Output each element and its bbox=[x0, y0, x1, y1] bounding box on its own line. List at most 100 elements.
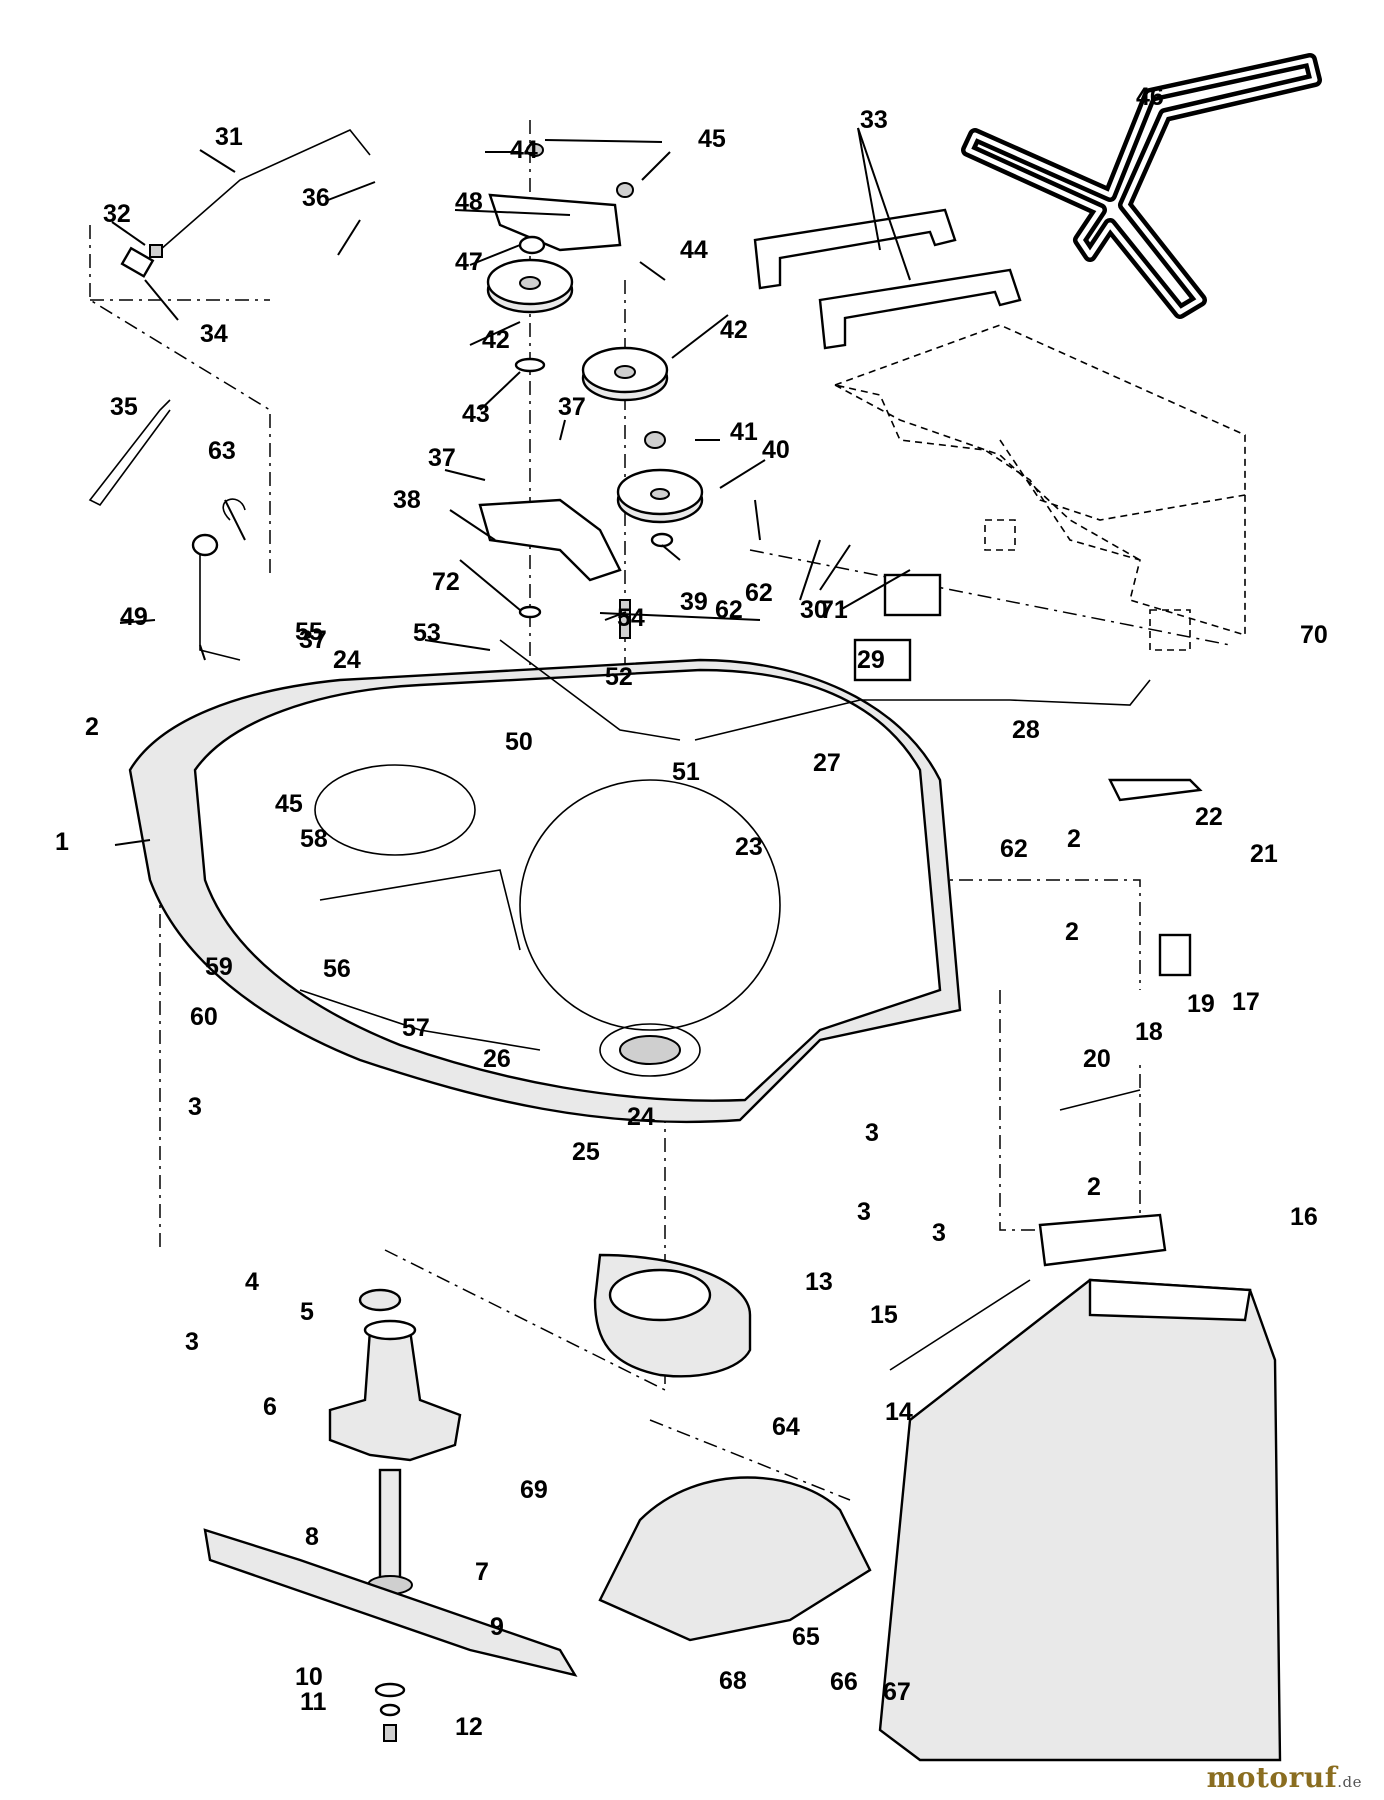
callout-36: 36 bbox=[302, 184, 330, 212]
callout-2: 2 bbox=[1067, 825, 1081, 853]
callout-60: 60 bbox=[190, 1003, 218, 1031]
callout-40: 40 bbox=[762, 436, 790, 464]
callout-41: 41 bbox=[730, 418, 758, 446]
callout-10: 10 bbox=[295, 1663, 323, 1691]
callout-49: 49 bbox=[120, 603, 148, 631]
callout-46: 46 bbox=[1136, 83, 1164, 111]
callout-16: 16 bbox=[1290, 1203, 1318, 1231]
callout-53: 53 bbox=[413, 619, 441, 647]
callout-5: 5 bbox=[300, 1298, 314, 1326]
callout-38: 38 bbox=[393, 486, 421, 514]
callout-32: 32 bbox=[103, 200, 131, 228]
callout-63: 63 bbox=[208, 437, 236, 465]
callout-69: 69 bbox=[520, 1476, 548, 1504]
callout-24: 24 bbox=[627, 1103, 655, 1131]
callout-19: 19 bbox=[1187, 990, 1215, 1018]
callout-21: 21 bbox=[1250, 840, 1278, 868]
callout-57: 57 bbox=[402, 1014, 430, 1042]
spindle-parts bbox=[203, 1288, 578, 1742]
callout-22: 22 bbox=[1195, 803, 1223, 831]
callout-59: 59 bbox=[205, 953, 233, 981]
callout-24: 24 bbox=[333, 646, 361, 674]
watermark-tld: .de bbox=[1337, 1773, 1362, 1791]
callout-17: 17 bbox=[1232, 988, 1260, 1016]
callout-layer: 1222233333456789101112131415161718192021… bbox=[55, 83, 1328, 1741]
callout-45: 45 bbox=[698, 125, 726, 153]
callout-39: 39 bbox=[680, 588, 708, 616]
callout-47: 47 bbox=[455, 248, 483, 276]
callout-72: 72 bbox=[432, 568, 460, 596]
callout-2: 2 bbox=[1065, 918, 1079, 946]
drive-belt bbox=[961, 53, 1322, 319]
callout-2: 2 bbox=[85, 713, 99, 741]
callout-62: 62 bbox=[745, 579, 773, 607]
callout-3: 3 bbox=[857, 1198, 871, 1226]
callout-1: 1 bbox=[55, 828, 69, 856]
lower-components bbox=[593, 1089, 1282, 1762]
callout-45: 45 bbox=[275, 790, 303, 818]
callout-44: 44 bbox=[510, 136, 538, 164]
callout-33: 33 bbox=[860, 106, 888, 134]
callout-6: 6 bbox=[263, 1393, 277, 1421]
callout-43: 43 bbox=[462, 400, 490, 428]
pulley-assembly bbox=[478, 143, 704, 639]
callout-48: 48 bbox=[455, 188, 483, 216]
callout-55: 55 bbox=[295, 618, 323, 646]
callout-26: 26 bbox=[483, 1045, 511, 1073]
callout-18: 18 bbox=[1135, 1018, 1163, 1046]
callout-29: 29 bbox=[857, 646, 885, 674]
leader-lines bbox=[111, 109, 1141, 846]
callout-42: 42 bbox=[482, 326, 510, 354]
hanger-brackets bbox=[753, 208, 1022, 350]
callout-25: 25 bbox=[572, 1138, 600, 1166]
callout-56: 56 bbox=[323, 955, 351, 983]
callout-27: 27 bbox=[813, 749, 841, 777]
callout-13: 13 bbox=[805, 1268, 833, 1296]
callout-62: 62 bbox=[715, 596, 743, 624]
callout-68: 68 bbox=[719, 1667, 747, 1695]
callout-70: 70 bbox=[1300, 621, 1328, 649]
callout-65: 65 bbox=[792, 1623, 820, 1651]
callout-67: 67 bbox=[883, 1678, 911, 1706]
callout-37: 37 bbox=[299, 626, 327, 654]
watermark-brand: motoruf bbox=[1206, 1761, 1338, 1794]
callout-8: 8 bbox=[305, 1523, 319, 1551]
callout-64: 64 bbox=[772, 1413, 800, 1441]
callout-31: 31 bbox=[215, 123, 243, 151]
callout-9: 9 bbox=[490, 1613, 504, 1641]
callout-52: 52 bbox=[605, 663, 633, 691]
tractor-frame-outline bbox=[832, 324, 1246, 651]
callout-14: 14 bbox=[885, 1398, 913, 1426]
callout-2: 2 bbox=[1087, 1173, 1101, 1201]
callout-20: 20 bbox=[1083, 1045, 1111, 1073]
callout-3: 3 bbox=[185, 1328, 199, 1356]
callout-54: 54 bbox=[617, 604, 645, 632]
callout-71: 71 bbox=[820, 596, 848, 624]
callout-4: 4 bbox=[245, 1268, 259, 1296]
callout-3: 3 bbox=[932, 1219, 946, 1247]
callout-66: 66 bbox=[830, 1668, 858, 1696]
callout-35: 35 bbox=[110, 393, 138, 421]
callout-12: 12 bbox=[455, 1713, 483, 1741]
callout-15: 15 bbox=[870, 1301, 898, 1329]
watermark-logo: motoruf.de bbox=[1207, 1761, 1362, 1794]
callout-23: 23 bbox=[735, 833, 763, 861]
callout-3: 3 bbox=[865, 1119, 879, 1147]
callout-51: 51 bbox=[672, 758, 700, 786]
callout-42: 42 bbox=[720, 316, 748, 344]
callout-37: 37 bbox=[558, 393, 586, 421]
callout-50: 50 bbox=[505, 728, 533, 756]
callout-58: 58 bbox=[300, 825, 328, 853]
callout-44: 44 bbox=[680, 236, 708, 264]
mower-deck bbox=[128, 658, 962, 1124]
callout-28: 28 bbox=[1012, 716, 1040, 744]
callout-62: 62 bbox=[1000, 835, 1028, 863]
callout-7: 7 bbox=[475, 1558, 489, 1586]
lift-linkage bbox=[88, 129, 1203, 977]
callout-30: 30 bbox=[800, 596, 828, 624]
callout-34: 34 bbox=[200, 320, 228, 348]
callout-11: 11 bbox=[300, 1688, 327, 1716]
callout-37: 37 bbox=[428, 444, 456, 472]
callout-3: 3 bbox=[188, 1093, 202, 1121]
